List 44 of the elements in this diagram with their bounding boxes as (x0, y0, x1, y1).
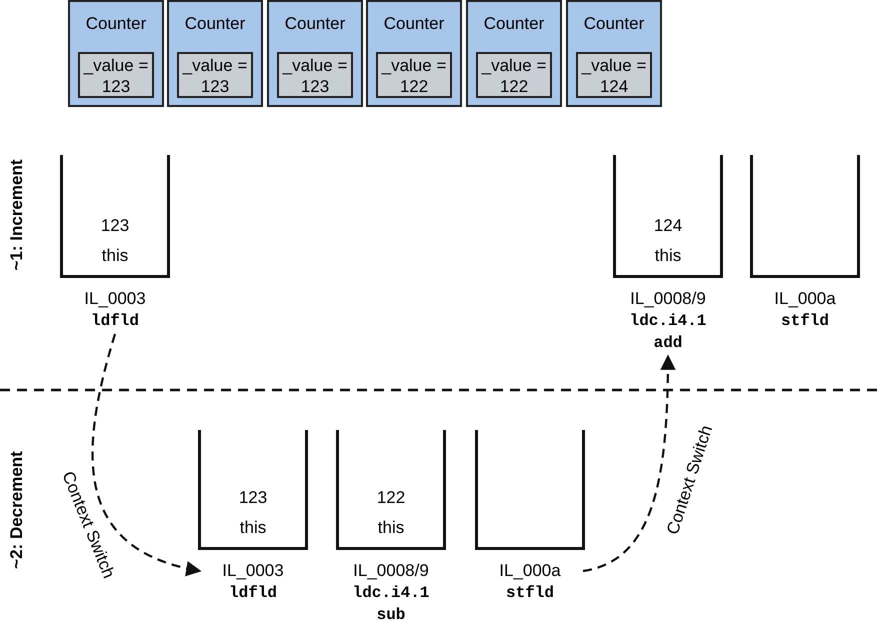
stack-value: 123 (238, 487, 268, 509)
instruction-opcode: stfld (506, 583, 554, 604)
class-name: Counter (482, 14, 546, 34)
counter-box (167, 0, 263, 107)
counter-box (366, 0, 462, 107)
stack-value: 124 (654, 215, 682, 237)
instruction-address: IL_0003 (84, 288, 146, 310)
instruction-opcode: ldc.i4.1 (352, 583, 430, 604)
instruction-address: IL_000a (499, 560, 561, 582)
class-name: Counter (382, 14, 446, 34)
counter-box (68, 0, 164, 107)
class-name: Counter (582, 14, 646, 34)
class-name: Counter (84, 14, 148, 34)
section-label: ~1: Increment (7, 160, 27, 270)
counter-box (267, 0, 363, 107)
field-value: _value = 123 (281, 55, 348, 97)
field-value: _value = 122 (380, 55, 448, 97)
arrow (582, 354, 676, 572)
instruction-address: IL_0008/9 (630, 288, 706, 310)
stack-value: 122 (376, 487, 406, 509)
class-name: Counter (284, 14, 346, 34)
instruction-opcode: ldc.i4.1 (630, 311, 706, 332)
instruction-opcode: add (654, 333, 682, 354)
class-name: Counter (184, 14, 246, 34)
instruction-address: IL_0003 (222, 560, 284, 582)
counter-box (566, 0, 662, 107)
instruction-opcode: ldfld (90, 311, 139, 332)
stack-value: this (654, 245, 682, 267)
stack-value: this (378, 517, 404, 539)
field-value: _value = 124 (580, 55, 648, 97)
instruction-opcode: sub (376, 605, 406, 626)
field-value: _value = 123 (82, 55, 150, 97)
section-label: ~2: Decrement (7, 451, 27, 569)
instruction-address: IL_0008/9 (353, 560, 429, 582)
field-value: _value = 123 (181, 55, 248, 97)
arrow (92, 334, 202, 576)
instruction-address: IL_000a (774, 288, 836, 310)
instruction-opcode: ldfld (228, 583, 277, 604)
stack-value: this (240, 517, 266, 539)
stack-value: this (102, 245, 128, 267)
stack-value: 123 (100, 215, 130, 237)
instruction-opcode: stfld (780, 311, 829, 332)
field-value: _value = 122 (480, 55, 548, 97)
counter-box (466, 0, 562, 107)
